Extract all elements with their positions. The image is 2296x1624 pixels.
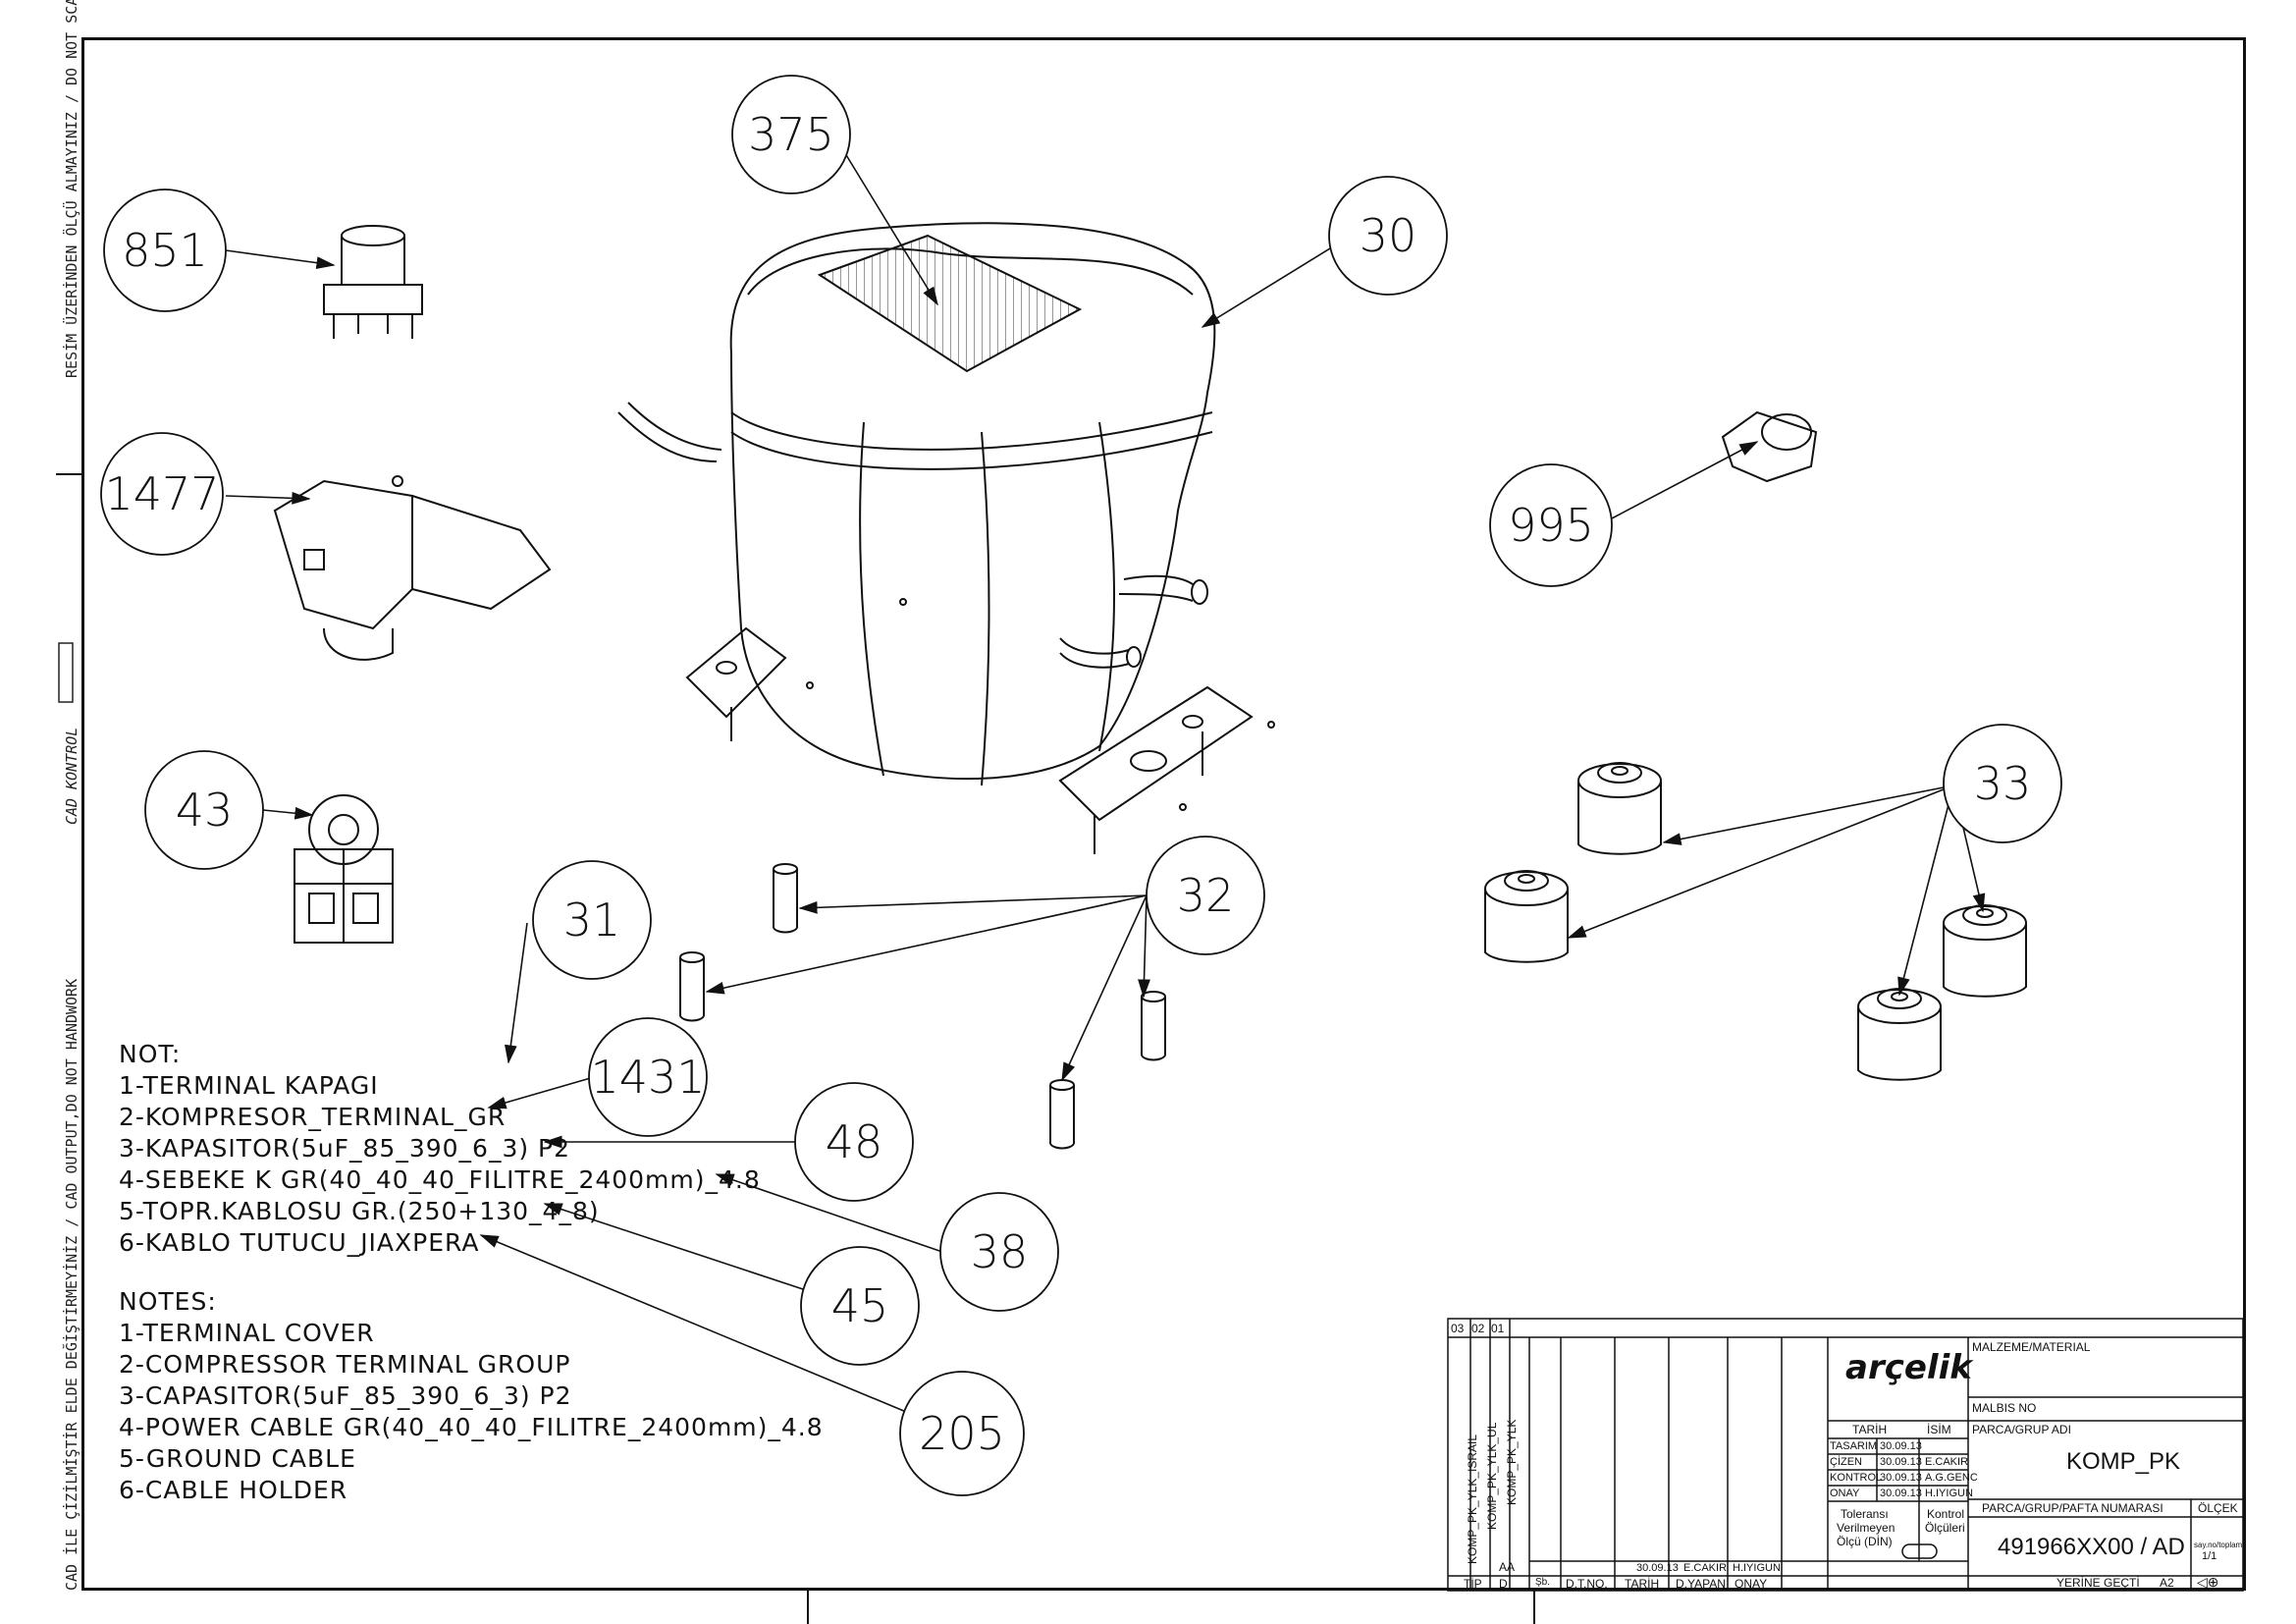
variant-ylk: KOMP_PK_YLK <box>1505 1419 1519 1505</box>
malbis-label: MALBIS NO <box>1972 1401 2037 1415</box>
notes-en-item-4: 4-POWER CABLE GR(40_40_40_FILITRE_2400mm… <box>119 1413 824 1441</box>
balloon-30: 30 <box>1360 209 1417 262</box>
balloon-43: 43 <box>176 784 234 837</box>
balloon-38: 38 <box>971 1225 1029 1278</box>
grommets-part <box>1484 762 2027 1081</box>
tolerance-line-2: Verilmeyen <box>1837 1521 1896 1535</box>
rev-code: AA <box>1499 1560 1516 1574</box>
balloon-labels: 375 30 851 1477 995 43 33 31 32 1431 48 … <box>104 108 2031 1460</box>
rev-header-01: 01 <box>1491 1322 1505 1335</box>
date-header: TARİH <box>1852 1423 1888 1436</box>
terminal-cover-part <box>273 475 552 661</box>
rev-approved: H.IYIGUN <box>1733 1562 1781 1574</box>
balloon-1431: 1431 <box>590 1051 705 1104</box>
notes-en-item-5: 5-GROUND CABLE <box>119 1444 356 1473</box>
notes-en-item-6: 6-CABLE HOLDER <box>119 1476 348 1504</box>
balloon-1477: 1477 <box>104 467 219 520</box>
footer-onay: ONAY <box>1735 1577 1768 1591</box>
row-role-onay: ONAY <box>1830 1488 1860 1499</box>
row-name-cizen: E.CAKIR <box>1925 1456 1969 1468</box>
replaced-label: YERİNE GEÇTİ <box>2056 1576 2140 1590</box>
compressor-body <box>617 222 1275 854</box>
balloon-995: 995 <box>1508 499 1594 552</box>
drawing-frame <box>81 37 2246 1591</box>
notes-tr-item-5: 5-TOPR.KABLOSU GR.(250+130_4_8) <box>119 1197 600 1225</box>
control-line-1: Kontrol <box>1927 1507 1965 1521</box>
part-number-label: PARCA/GRUP/PAFTA NUMARASI <box>1982 1501 2163 1515</box>
title-block-grid <box>1447 1318 2244 1592</box>
row-date-kontrol: 30.09.13 <box>1880 1472 1922 1484</box>
notes-en-item-2: 2-COMPRESSOR TERMINAL GROUP <box>119 1350 571 1379</box>
leader-lines <box>225 127 1986 1415</box>
footer-d: D <box>1499 1577 1508 1591</box>
footer-sb: Şb. <box>1535 1577 1551 1588</box>
balloon-33: 33 <box>1974 757 2032 810</box>
variant-ul: KOMP_PK_YLK_UL <box>1485 1422 1499 1530</box>
tolerance-line-1: Toleransı <box>1841 1507 1889 1521</box>
rev-header-03: 03 <box>1451 1322 1465 1335</box>
scale-small-label: say.no/toplam <box>2194 1541 2243 1549</box>
row-name-onay: H.IYIGUN <box>1925 1488 1973 1499</box>
title-block: 03 02 01 KOMP_PK_YLK_ISRAIL KOMP_PK_YLK_… <box>1448 1319 2243 1591</box>
balloon-375: 375 <box>748 108 834 161</box>
balloon-851: 851 <box>122 224 208 277</box>
notes-en-item-3: 3-CAPASITOR(5uF_85_390_6_3) P2 <box>119 1381 572 1410</box>
balloon-48: 48 <box>826 1115 883 1168</box>
notes-tr-item-4: 4-SEBEKE K GR(40_40_40_FILITRE_2400mm)_4… <box>119 1165 761 1194</box>
scale-label: ÖLÇEK <box>2198 1501 2238 1515</box>
notes-tr-item-3: 3-KAPASITOR(5uF_85_390_6_3) P2 <box>119 1134 571 1163</box>
notes-en: NOTES: 1-TERMINAL COVER 2-COMPRESSOR TER… <box>119 1286 824 1506</box>
name-header: İSİM <box>1927 1423 1951 1436</box>
row-date-tasarim: 30.09.13 <box>1880 1440 1922 1452</box>
part-name: KOMP_PK <box>2066 1448 2181 1475</box>
footer-tip: TİP <box>1464 1577 1482 1591</box>
control-line-2: Ölçüleri <box>1925 1521 1965 1535</box>
footer-dtno: D.T.NO. <box>1566 1577 1608 1591</box>
cad-kontrol-box <box>58 642 74 703</box>
row-role-kontrol: KONTROL <box>1830 1472 1883 1484</box>
margin-ticks <box>56 473 1535 1624</box>
capacitor-part <box>323 225 423 339</box>
projection-icon: ◁⊕ <box>2197 1574 2219 1590</box>
notes-tr-item-6: 6-KABLO TUTUCU_JIAXPERA <box>119 1228 480 1257</box>
row-role-cizen: ÇİZEN <box>1830 1456 1862 1468</box>
balloon-205: 205 <box>919 1407 1005 1460</box>
notes-tr-heading: NOT: <box>119 1040 182 1068</box>
row-date-cizen: 30.09.13 <box>1880 1456 1922 1468</box>
notes-tr-item-1: 1-TERMINAL KAPAGI <box>119 1071 379 1100</box>
arcelik-logo: arçelik <box>1845 1348 1972 1387</box>
notes-en-heading: NOTES: <box>119 1287 217 1316</box>
balloon-32: 32 <box>1177 869 1235 922</box>
sheet-size: A2 <box>2160 1576 2174 1590</box>
material-label: MALZEME/MATERIAL <box>1972 1340 2091 1354</box>
relay-part <box>294 794 394 944</box>
row-role-tasarim: TASARIM <box>1830 1440 1878 1452</box>
sleeves-part <box>679 863 1166 1150</box>
part-group-label: PARCA/GRUP ADI <box>1972 1423 2071 1436</box>
part-number: 491966XX00 / AD <box>1998 1534 2185 1560</box>
cap-part-995 <box>1721 410 1818 483</box>
balloon-circles <box>100 75 2062 1496</box>
rev-header-02: 02 <box>1471 1322 1485 1335</box>
notes-tr: NOT: 1-TERMINAL KAPAGI 2-KOMPRESOR_TERMI… <box>119 1039 761 1259</box>
rev-drawn: E.CAKIR <box>1683 1562 1728 1574</box>
scale-value: 1/1 <box>2202 1550 2217 1562</box>
row-name-kontrol: A.G.GENC <box>1925 1472 1978 1484</box>
row-date-onay: 30.09.13 <box>1880 1488 1922 1499</box>
notes-tr-item-2: 2-KOMPRESOR_TERMINAL_GR <box>119 1103 507 1131</box>
balloon-45: 45 <box>831 1279 889 1332</box>
notes-en-item-1: 1-TERMINAL COVER <box>119 1319 375 1347</box>
footer-dyapan: D.YAPAN <box>1676 1577 1726 1591</box>
tolerance-line-3: Ölçü (DİN) <box>1837 1535 1893 1548</box>
balloon-31: 31 <box>563 893 621 947</box>
footer-tarih: TARİH <box>1625 1577 1660 1591</box>
variant-israil: KOMP_PK_YLK_ISRAIL <box>1466 1434 1479 1564</box>
rev-date: 30.09.13 <box>1636 1562 1679 1574</box>
